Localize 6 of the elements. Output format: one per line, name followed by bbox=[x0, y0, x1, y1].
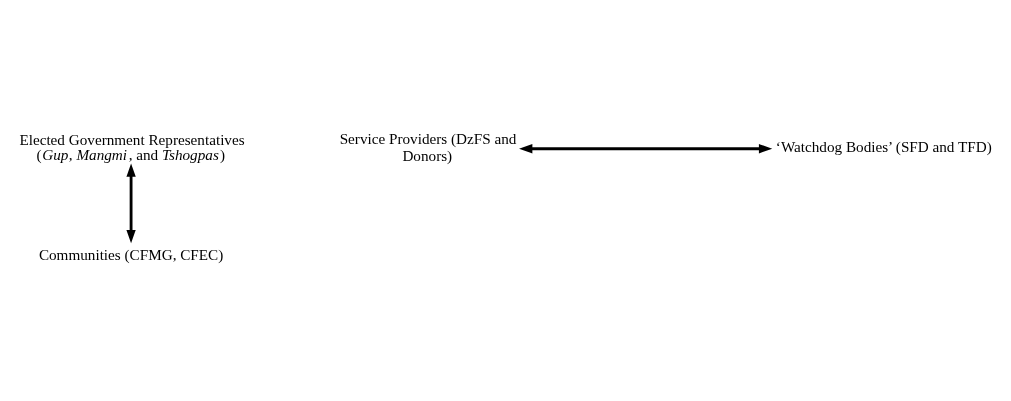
node-text: Elected Government Representatives (Gup, Mangmi, and Tshogpas) bbox=[19, 130, 245, 163]
arrow bbox=[126, 163, 136, 244]
node-text: Service Providers (DzFS and Donors) bbox=[339, 129, 517, 164]
arrow bbox=[519, 144, 773, 154]
node-text: Communities (CFMG, CFEC) bbox=[38, 245, 224, 263]
node-text: ‘Watchdog Bodies’ (SFD and TFD) bbox=[775, 138, 992, 156]
